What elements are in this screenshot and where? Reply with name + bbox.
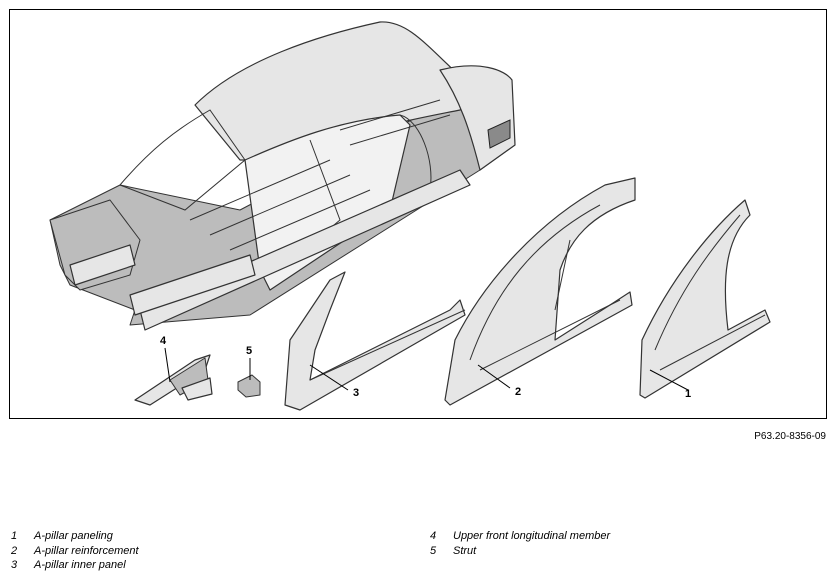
legend-number: 5	[430, 544, 437, 557]
part-5-strut	[237, 358, 261, 398]
parts-illustration: 1 2 3 4 5	[49, 21, 771, 411]
callout-3: 3	[353, 387, 359, 399]
legend-label: A-pillar reinforcement	[34, 544, 139, 557]
legend-item: 2 A-pillar reinforcement	[11, 544, 139, 559]
part-3-a-pillar-inner-panel	[284, 271, 466, 411]
leader-1	[649, 369, 689, 391]
leader-2	[477, 364, 511, 389]
legend-label: A-pillar inner panel	[34, 559, 126, 571]
legend-item: 4 Upper front longitudinal member	[430, 529, 610, 544]
leader-4	[164, 347, 171, 383]
legend-label: A-pillar paneling	[34, 530, 113, 542]
leader-3	[309, 364, 349, 391]
part-2-a-pillar-reinforcement	[444, 177, 636, 406]
legend-right: 4 Upper front longitudinal member 5 Stru…	[430, 529, 610, 558]
figure-frame: 1 2 3 4 5	[9, 9, 827, 419]
part-4-upper-front-longitudinal-member	[134, 354, 213, 406]
legend-number: 3	[11, 559, 18, 571]
legend-label: Strut	[453, 544, 477, 557]
callout-1: 1	[685, 388, 691, 400]
legend-item: 5 Strut	[430, 544, 610, 559]
legend-label: Upper front longitudinal member	[453, 530, 611, 542]
legend-item: 3 A-pillar inner panel	[11, 558, 139, 573]
callout-2: 2	[515, 386, 521, 398]
figure-code: P63.20-8356-09	[754, 431, 826, 442]
body-in-white	[49, 21, 516, 331]
legend-number: 2	[11, 544, 18, 557]
callout-4: 4	[160, 335, 167, 347]
legend-number: 4	[430, 530, 437, 542]
legend-number: 1	[11, 530, 18, 542]
legend-item: 1 A-pillar paneling	[11, 529, 139, 544]
part-1-a-pillar-paneling	[639, 199, 771, 399]
legend-left: 1 A-pillar paneling 2 A-pillar reinforce…	[11, 529, 139, 573]
callout-5: 5	[246, 345, 252, 357]
